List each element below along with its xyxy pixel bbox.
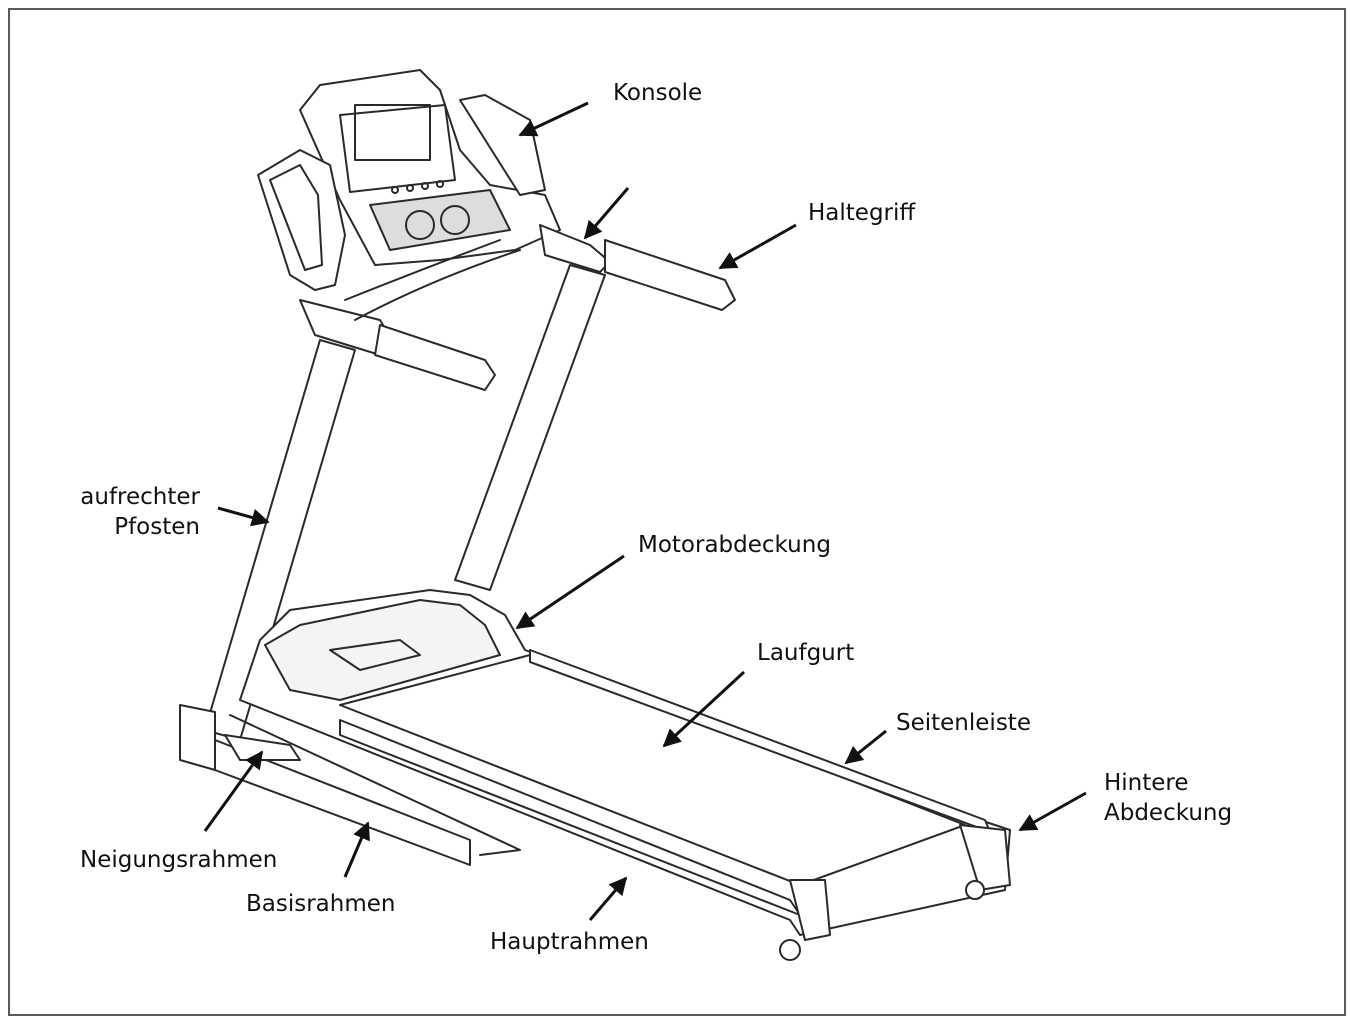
arrow-incline-frame [203,750,264,832]
arrow-upright [217,506,270,527]
label-motor-cover: Motorabdeckung [638,532,831,558]
arrow-side-rail [844,729,887,765]
label-handrail: Haltegriff [808,200,916,226]
label-upright-line1: aufrechter [80,484,200,510]
upright-posts [204,264,606,741]
console-shape [257,69,561,291]
label-side-rail: Seitenleiste [896,710,1031,736]
arrow-motor-cover [515,554,625,630]
handrail-shape [299,224,736,391]
arrow-base-frame [343,821,370,878]
label-main-frame: Hauptrahmen [490,929,649,955]
arrow-console [518,101,589,137]
label-rear-cover-line1: Hintere [1104,770,1189,796]
label-upright-line2: Pfosten [114,514,200,540]
label-base-frame: Basisrahmen [246,891,396,917]
arrow-rear-cover [1018,791,1087,832]
label-rear-cover: Hintere Abdeckung [1104,768,1232,828]
label-incline-frame: Neigungsrahmen [80,847,278,873]
arrow-handrail [718,223,797,270]
label-rear-cover-line2: Abdeckung [1104,800,1233,826]
arrow-main-frame [588,876,628,921]
base-frame-shape [179,704,521,866]
label-console: Konsole [613,80,703,106]
deck-shape [239,589,1011,961]
label-upright-post: aufrechter Pfosten [78,482,200,542]
arrow-console-2 [583,187,630,240]
arrow-belt [662,670,746,748]
label-belt: Laufgurt [757,640,855,666]
